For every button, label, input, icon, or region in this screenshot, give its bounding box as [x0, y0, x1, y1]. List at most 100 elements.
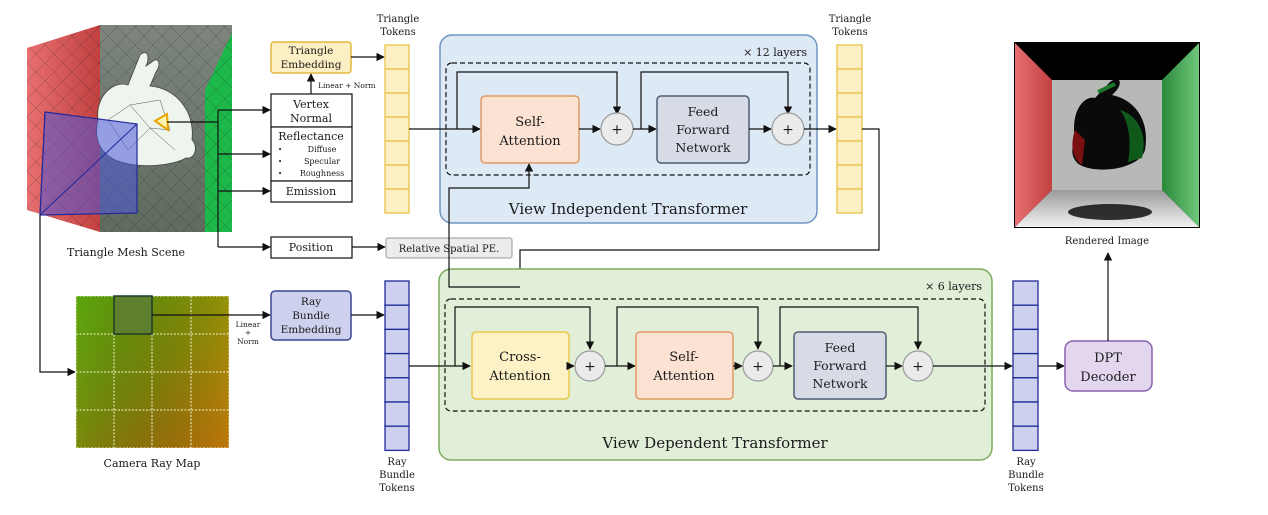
ray-embedding-line2: Bundle — [292, 310, 330, 322]
triangle-input-token-1 — [384, 44, 410, 70]
vit-layers-label: × 12 layers — [743, 46, 807, 59]
selected-ray-patch — [113, 295, 153, 335]
triangle-input-token-2 — [384, 68, 410, 94]
triangle-output-token-2 — [836, 68, 863, 94]
plus-icon: + — [584, 359, 596, 375]
vertex-normal-label-line2: Normal — [290, 112, 332, 125]
vertex-normal-label-line1: Vertex — [292, 98, 330, 111]
ray-embedding-line3: Embedding — [281, 324, 342, 336]
linear-norm-label: Linear + Norm — [318, 81, 376, 90]
triangle-output-token-7 — [836, 188, 863, 214]
vit-ffn-line3: Network — [675, 140, 731, 155]
triangle-input-token-3 — [384, 92, 410, 118]
triangle-embedding-line2: Embedding — [281, 59, 342, 71]
triangle-output-token-3 — [836, 92, 863, 118]
vdt-layers-label: × 6 layers — [925, 280, 982, 293]
plus-icon: + — [752, 359, 764, 375]
vdt-cross-attention-line2: Attention — [488, 369, 551, 384]
camera-ray-map-image — [75, 295, 230, 449]
vdt-ffn-line1: Feed — [825, 340, 856, 355]
triangle-embedding-line1: Triangle — [289, 45, 334, 57]
triangle-input-token-6 — [384, 164, 410, 190]
ray-input-token-2 — [384, 304, 410, 331]
dpt-decoder-line2: Decoder — [1080, 370, 1136, 385]
reflectance-item-diffuse: Diffuse — [308, 145, 337, 154]
ray-output-token-1 — [1012, 280, 1039, 306]
vdt-self-attention-line1: Self- — [669, 350, 699, 365]
vit-self-attention-line2: Attention — [498, 134, 561, 149]
triangle-tokens-out-label-line2: Tokens — [832, 27, 867, 38]
vdt-title: View Dependent Transformer — [601, 434, 828, 452]
ray-output-token-7 — [1012, 425, 1039, 452]
ray-input-token-3 — [384, 328, 410, 355]
vit-ffn-line2: Forward — [676, 122, 730, 137]
triangle-input-token-5 — [384, 140, 410, 166]
triangle-output-token-5 — [836, 140, 863, 166]
ray-output-token-4 — [1012, 352, 1039, 379]
ray-tokens-label-line2: Bundle — [379, 470, 415, 481]
vdt-ffn-line2: Forward — [813, 358, 867, 373]
vdt-cross-attention-box — [471, 331, 570, 400]
rendered-image — [1014, 42, 1200, 228]
vit-self-attention-line1: Self- — [515, 115, 545, 130]
ray-input-token-1 — [384, 280, 410, 306]
vit-layer-dashed-box — [445, 62, 811, 176]
triangle-output-token-4 — [836, 116, 863, 142]
ray-plus-label: + — [245, 328, 251, 337]
reflectance-item-roughness: Roughness — [300, 169, 344, 178]
triangle-tokens-label-line1: Triangle — [377, 14, 420, 25]
ray-tokens-out-label-line2: Bundle — [1008, 470, 1044, 481]
ray-norm-label: Norm — [237, 337, 259, 346]
reflectance-title: Reflectance — [278, 130, 344, 143]
ray-tokens-label-line1: Ray — [387, 457, 407, 468]
emission-label: Emission — [286, 185, 337, 198]
svg-text:•: • — [278, 158, 282, 166]
ray-tokens-label-line3: Tokens — [379, 483, 414, 494]
ray-map-label: Camera Ray Map — [104, 457, 201, 470]
ray-linear-label: Linear — [236, 320, 261, 329]
vdt-self-attention-box — [635, 331, 734, 400]
vdt-cross-attention-line1: Cross- — [499, 350, 541, 365]
triangle-output-token-6 — [836, 164, 863, 190]
vdt-layer-dashed-box — [444, 298, 986, 412]
ray-input-token-5 — [384, 377, 410, 403]
triangle-tokens-label-line2: Tokens — [380, 27, 415, 38]
position-label: Position — [289, 241, 333, 254]
plus-icon: + — [611, 122, 623, 138]
ray-tokens-out-label-line1: Ray — [1016, 457, 1036, 468]
triangle-input-token-4 — [384, 116, 410, 142]
plus-icon: + — [782, 122, 794, 138]
vdt-self-attention-line2: Attention — [652, 369, 715, 384]
ray-output-token-3 — [1012, 328, 1039, 355]
emission-box — [270, 180, 353, 203]
ray-output-token-6 — [1012, 401, 1039, 427]
dpt-decoder-line1: DPT — [1094, 351, 1122, 366]
ray-bundle-tokens-output — [1012, 280, 1039, 452]
ray-bundle-tokens-input — [384, 280, 410, 452]
camera-frustum — [39, 111, 138, 216]
ray-output-token-2 — [1012, 304, 1039, 331]
triangle-mesh-scene-image — [27, 25, 232, 232]
ray-embedding-line1: Ray — [301, 296, 321, 308]
triangle-tokens-out-label-line1: Triangle — [829, 14, 872, 25]
svg-text:•: • — [278, 170, 282, 178]
triangle-tokens-output — [836, 44, 863, 214]
triangle-output-token-1 — [836, 44, 863, 70]
plus-icon: + — [912, 359, 924, 375]
ray-input-token-4 — [384, 352, 410, 379]
reflectance-item-specular: Specular — [304, 157, 340, 166]
ray-input-token-6 — [384, 401, 410, 427]
attribute-stack: Vertex Normal Reflectance • Diffuse • Sp… — [270, 93, 353, 259]
ray-output-token-5 — [1012, 377, 1039, 403]
vit-title: View Independent Transformer — [508, 200, 748, 218]
svg-text:•: • — [278, 146, 282, 154]
vit-ffn-line1: Feed — [688, 104, 719, 119]
ray-tokens-out-label-line3: Tokens — [1008, 483, 1043, 494]
rendered-image-label: Rendered Image — [1065, 236, 1149, 247]
mesh-scene-label: Triangle Mesh Scene — [67, 246, 185, 259]
vdt-ffn-line3: Network — [812, 376, 868, 391]
triangle-input-token-7 — [384, 188, 410, 214]
ray-input-token-7 — [384, 425, 410, 452]
triangle-tokens-input — [384, 44, 410, 214]
